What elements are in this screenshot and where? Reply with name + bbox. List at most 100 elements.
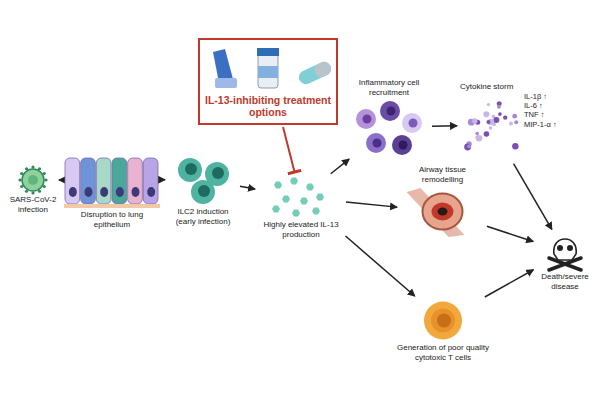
inflammation-stage: Inflammatory cell recruitment <box>348 78 430 157</box>
cytokine-dot <box>509 122 513 126</box>
ilc2-nucleus <box>212 167 224 179</box>
text-block: Generation of poor quality cytotoxic T c… <box>388 343 498 362</box>
stage-label: SARS-CoV-2 infection <box>4 195 62 214</box>
il13-icon <box>258 175 344 220</box>
ilc2-cell <box>191 180 215 204</box>
text-block: IL-13-inhibiting treatment options <box>204 94 332 118</box>
epithelial-cell <box>81 158 96 204</box>
text-block: Disruption to lung epithelium <box>62 210 162 229</box>
vial-body <box>258 54 278 88</box>
virus-spike <box>31 165 34 168</box>
stage-label: Death/severe disease <box>536 272 594 291</box>
outcome-stage: Death/severe disease <box>536 232 594 291</box>
immune-nucleus <box>373 139 382 148</box>
inflam-icon <box>348 97 430 157</box>
inhibition-line <box>283 127 294 172</box>
epithelial-cell <box>143 158 158 204</box>
cytokine-dot <box>483 111 489 117</box>
cytokine-dot <box>484 131 490 137</box>
cytokine-item: TNF ↑ <box>524 110 572 119</box>
cytokine-dot <box>497 105 501 109</box>
virus-spike <box>44 178 47 181</box>
airway-lumen <box>432 203 454 221</box>
flow-arrow <box>346 202 397 207</box>
immune-cell <box>356 109 376 129</box>
cytokine-item: MIP-1-α ↑ <box>524 120 572 129</box>
cytokine-dot <box>514 120 518 124</box>
basement-membrane <box>64 204 160 208</box>
flow-arrow <box>487 226 533 241</box>
inhaler <box>213 49 233 83</box>
t-cell-nucleus <box>437 314 451 328</box>
il13-molecule <box>312 208 320 215</box>
cytokine-dot <box>512 143 518 149</box>
il13-molecule <box>316 194 324 201</box>
cell-nucleus <box>69 187 77 197</box>
cell-nucleus <box>147 187 155 197</box>
cell-nucleus <box>85 187 93 197</box>
cytokine-dot <box>467 144 471 148</box>
capsule-half <box>312 59 332 79</box>
il13-molecule <box>306 184 314 191</box>
ilc2-nucleus <box>198 185 210 197</box>
skull-eye <box>557 245 563 251</box>
skull-eye <box>567 245 573 251</box>
epithelial-cell <box>65 158 80 204</box>
virus-icon <box>4 165 62 195</box>
capsule <box>297 59 332 86</box>
flow-arrow <box>432 125 457 127</box>
flow-arrow <box>59 179 64 181</box>
t-cell <box>424 302 462 340</box>
stage-label: Airway tissue remodelling <box>400 165 485 184</box>
cytokine-dot <box>464 144 471 151</box>
text-block: Cytokine stormIL-1β ↑IL-6 ↑TNF ↑MIP-1-α … <box>460 82 572 129</box>
ilc2-cell <box>178 158 202 182</box>
drugs-icon <box>204 42 332 94</box>
stage-label: Highly elevated IL-13 production <box>258 220 344 239</box>
immune-nucleus <box>363 115 372 124</box>
treatment-box: IL-13-inhibiting treatment options <box>198 38 338 125</box>
cytokine-dot <box>489 126 492 129</box>
skull <box>554 239 576 260</box>
airway-icon <box>400 184 485 239</box>
cell-nucleus <box>116 187 124 197</box>
text-block: Death/severe disease <box>536 272 594 291</box>
immune-cell <box>380 101 400 121</box>
dots-icon <box>460 95 522 155</box>
airway-tube <box>407 188 465 237</box>
cytokine-dot <box>498 112 502 116</box>
cytokine-item: IL-6 ↑ <box>524 101 572 110</box>
cytokine-item: IL-1β ↑ <box>524 92 572 101</box>
treatment-label: IL-13-inhibiting treatment options <box>204 94 332 118</box>
cell-nucleus <box>100 187 108 197</box>
cytokine-dot <box>503 115 507 119</box>
il13-molecule <box>282 196 290 203</box>
epithelial-cell <box>112 158 127 204</box>
airway-stage: Airway tissue remodelling <box>400 165 485 239</box>
immune-cell <box>366 133 386 153</box>
tcell-stage: Generation of poor quality cytotoxic T c… <box>388 298 498 362</box>
il13-molecule <box>274 182 282 189</box>
skull-icon <box>536 232 594 272</box>
cytokine-stage: Cytokine stormIL-1β ↑IL-6 ↑TNF ↑MIP-1-α … <box>460 82 572 162</box>
flow-arrow <box>346 236 415 296</box>
virus-core <box>28 175 38 185</box>
epithelium-stage: Disruption to lung epithelium <box>62 150 162 229</box>
stage-label: Cytokine storm <box>460 82 572 92</box>
stage-label: Generation of poor quality cytotoxic T c… <box>388 343 498 362</box>
vial-label <box>258 66 278 78</box>
t-cell-inner <box>431 309 455 333</box>
epithelial-cell <box>96 158 111 204</box>
cytokine-dot <box>486 120 490 124</box>
cell-nucleus <box>132 187 140 197</box>
immune-nucleus <box>387 107 396 116</box>
epithelial-cell <box>128 158 143 204</box>
ilc2-nucleus <box>185 163 197 175</box>
immune-nucleus <box>409 119 418 128</box>
immune-cell <box>392 135 412 155</box>
tcell-icon <box>388 298 498 343</box>
cytokine-dot <box>476 135 482 141</box>
text-block: Airway tissue remodelling <box>400 165 485 184</box>
flow-arrow <box>164 179 165 181</box>
